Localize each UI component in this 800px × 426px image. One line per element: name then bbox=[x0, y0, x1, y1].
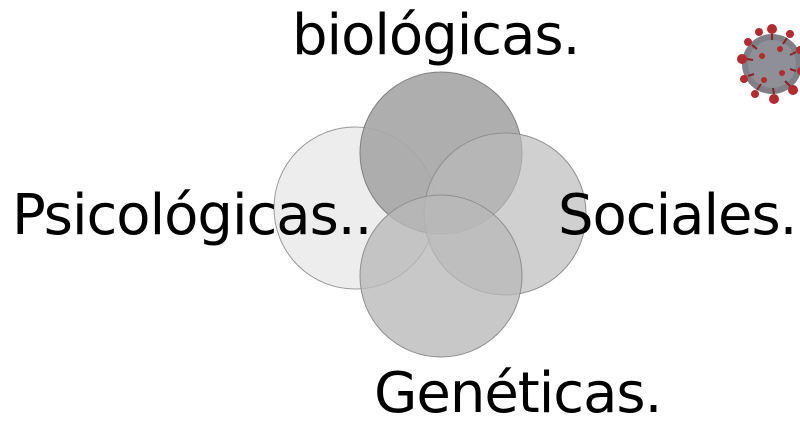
circle-bottom bbox=[359, 194, 523, 358]
label-geneticas: Genéticas. bbox=[374, 361, 662, 426]
label-sociales: Sociales. bbox=[558, 183, 797, 248]
coronavirus-icon bbox=[734, 18, 800, 110]
label-psicologicas: Psicológicas.. bbox=[12, 183, 372, 248]
label-biologicas: biológicas. bbox=[292, 3, 580, 68]
